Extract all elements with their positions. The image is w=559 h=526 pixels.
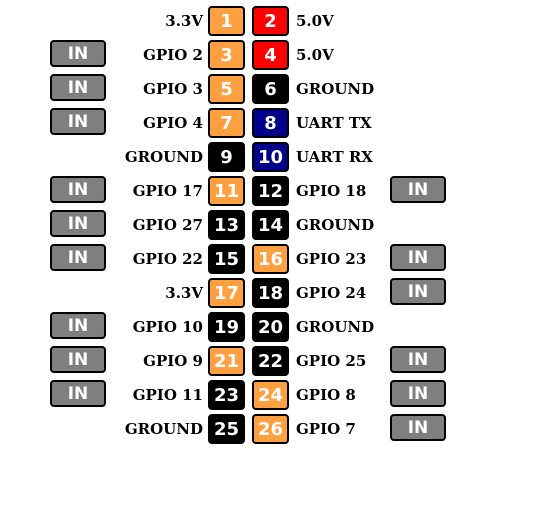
- pin-24: 24: [252, 380, 289, 410]
- pin-label-left: GPIO 11: [132, 386, 203, 404]
- pin-label-left: GPIO 3: [143, 80, 203, 98]
- pin-row: IN GPIO 27 13 14 GROUND: [0, 208, 559, 242]
- pin-label-left: GPIO 17: [132, 182, 203, 200]
- pin-label-right: 5.0V: [296, 12, 334, 30]
- pin-10: 10: [252, 142, 289, 172]
- pin-14: 14: [252, 210, 289, 240]
- gpio-8-mode-button[interactable]: IN: [390, 380, 446, 407]
- pin-label-right: UART RX: [296, 148, 373, 166]
- pin-label-right: GPIO 25: [296, 352, 367, 370]
- gpio-18-mode-button[interactable]: IN: [390, 176, 446, 203]
- pin-5: 5: [208, 74, 245, 104]
- pin-label-left: GROUND: [124, 420, 203, 438]
- gpio-24-mode-button[interactable]: IN: [390, 278, 446, 305]
- pin-label-right: GPIO 7: [296, 420, 356, 438]
- pin-row: IN GPIO 3 5 6 GROUND: [0, 72, 559, 106]
- pin-row: GROUND 25 26 GPIO 7 IN: [0, 412, 559, 446]
- pin-label-right: GPIO 23: [296, 250, 367, 268]
- pin-3: 3: [208, 40, 245, 70]
- pin-20: 20: [252, 312, 289, 342]
- pin-row: IN GPIO 17 11 12 GPIO 18 IN: [0, 174, 559, 208]
- pin-9: 9: [208, 142, 245, 172]
- gpio-4-mode-button[interactable]: IN: [50, 108, 106, 135]
- pin-18: 18: [252, 278, 289, 308]
- pin-label-left: GPIO 2: [143, 46, 203, 64]
- pin-1: 1: [208, 6, 245, 36]
- pin-label-left: GPIO 10: [132, 318, 203, 336]
- pin-22: 22: [252, 346, 289, 376]
- pin-7: 7: [208, 108, 245, 138]
- pin-label-right: 5.0V: [296, 46, 334, 64]
- pin-15: 15: [208, 244, 245, 274]
- pin-label-left: GPIO 4: [143, 114, 203, 132]
- pin-label-right: GROUND: [296, 216, 375, 234]
- pin-label-left: GPIO 22: [132, 250, 203, 268]
- pin-19: 19: [208, 312, 245, 342]
- gpio-17-mode-button[interactable]: IN: [50, 176, 106, 203]
- pin-label-right: GPIO 18: [296, 182, 367, 200]
- pin-25: 25: [208, 414, 245, 444]
- pin-label-right: GROUND: [296, 318, 375, 336]
- pin-row: 3.3V 17 18 GPIO 24 IN: [0, 276, 559, 310]
- gpio-2-mode-button[interactable]: IN: [50, 40, 106, 67]
- gpio-9-mode-button[interactable]: IN: [50, 346, 106, 373]
- pin-label-right: GROUND: [296, 80, 375, 98]
- pin-11: 11: [208, 176, 245, 206]
- gpio-7-mode-button[interactable]: IN: [390, 414, 446, 441]
- pin-17: 17: [208, 278, 245, 308]
- pin-label-left: 3.3V: [165, 284, 203, 302]
- gpio-3-mode-button[interactable]: IN: [50, 74, 106, 101]
- pin-row: IN GPIO 9 21 22 GPIO 25 IN: [0, 344, 559, 378]
- pin-12: 12: [252, 176, 289, 206]
- gpio-10-mode-button[interactable]: IN: [50, 312, 106, 339]
- pin-label-left: GPIO 27: [132, 216, 203, 234]
- gpio-23-mode-button[interactable]: IN: [390, 244, 446, 271]
- pin-16: 16: [252, 244, 289, 274]
- pin-row: IN GPIO 11 23 24 GPIO 8 IN: [0, 378, 559, 412]
- pin-label-left: GPIO 9: [143, 352, 203, 370]
- pin-2: 2: [252, 6, 289, 36]
- gpio-22-mode-button[interactable]: IN: [50, 244, 106, 271]
- pin-row: IN GPIO 10 19 20 GROUND: [0, 310, 559, 344]
- pin-row: IN GPIO 4 7 8 UART TX: [0, 106, 559, 140]
- pin-row: 3.3V 1 2 5.0V: [0, 4, 559, 38]
- pin-label-right: GPIO 8: [296, 386, 356, 404]
- pin-row: IN GPIO 2 3 4 5.0V: [0, 38, 559, 72]
- pin-6: 6: [252, 74, 289, 104]
- pin-label-right: GPIO 24: [296, 284, 367, 302]
- pin-23: 23: [208, 380, 245, 410]
- pin-21: 21: [208, 346, 245, 376]
- pin-13: 13: [208, 210, 245, 240]
- pin-26: 26: [252, 414, 289, 444]
- pin-label-left: 3.3V: [165, 12, 203, 30]
- gpio-25-mode-button[interactable]: IN: [390, 346, 446, 373]
- pin-4: 4: [252, 40, 289, 70]
- pin-row: GROUND 9 10 UART RX: [0, 140, 559, 174]
- gpio-11-mode-button[interactable]: IN: [50, 380, 106, 407]
- pin-8: 8: [252, 108, 289, 138]
- pin-label-right: UART TX: [296, 114, 372, 132]
- pin-row: IN GPIO 22 15 16 GPIO 23 IN: [0, 242, 559, 276]
- gpio-27-mode-button[interactable]: IN: [50, 210, 106, 237]
- pin-label-left: GROUND: [124, 148, 203, 166]
